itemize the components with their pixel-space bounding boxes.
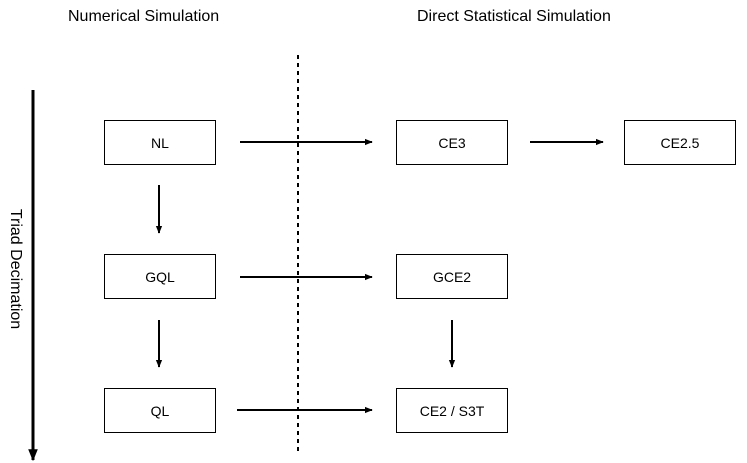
node-ce2-5: CE2.5 xyxy=(624,120,736,165)
node-gce2: GCE2 xyxy=(396,254,508,299)
node-ce2-s3t: CE2 / S3T xyxy=(396,388,508,433)
node-ql: QL xyxy=(104,388,216,433)
heading-numerical-simulation: Numerical Simulation xyxy=(68,8,220,25)
heading-direct-statistical-simulation: Direct Statistical Simulation xyxy=(417,8,611,25)
node-ce3: CE3 xyxy=(396,120,508,165)
node-nl: NL xyxy=(104,120,216,165)
side-label-triad-decimation: Triad Decimation xyxy=(7,208,24,330)
node-gql: GQL xyxy=(104,254,216,299)
